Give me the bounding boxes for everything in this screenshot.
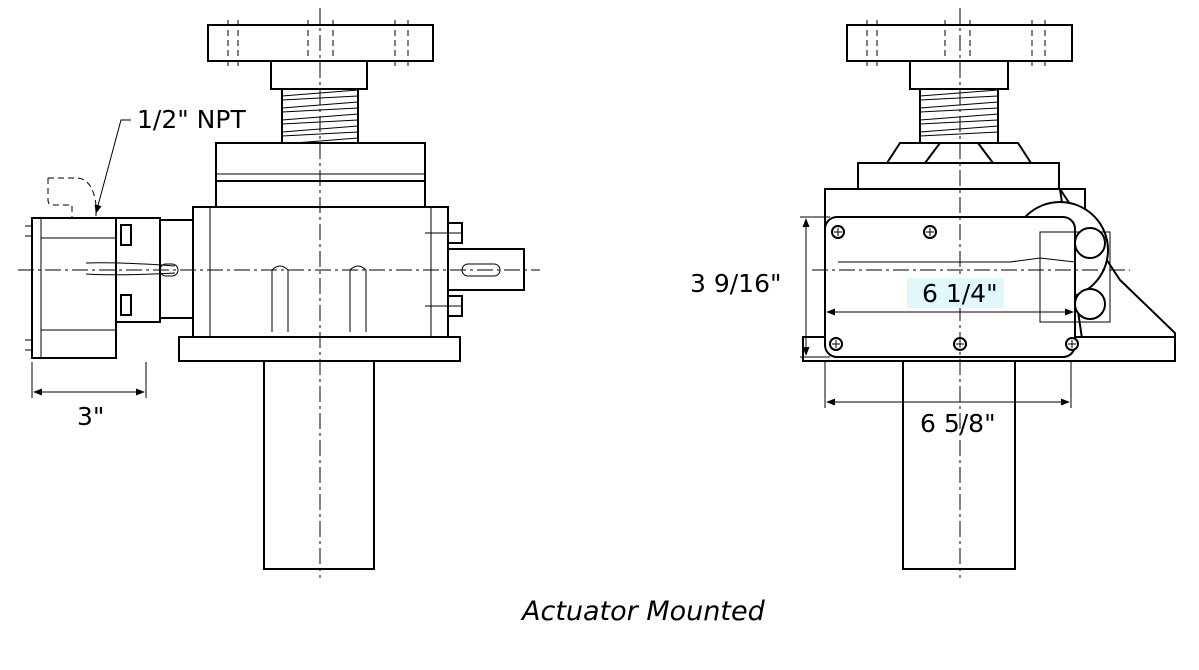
front-housing: [857, 162, 1060, 190]
caption: Actuator Mounted: [520, 596, 766, 627]
npt-elbow: [47, 177, 97, 218]
dim-label-outer-width: 6 5/8": [920, 409, 996, 438]
dim-label-3in: 3": [77, 402, 104, 431]
inner-width-highlight: [907, 278, 1004, 308]
side-view: 1/2" NPT 3": [18, 8, 540, 578]
dim-label-inner-width: 6 1/4": [922, 279, 998, 308]
lift-tube: [263, 360, 375, 570]
npt-leader: [94, 119, 131, 214]
lift-nut: [270, 60, 368, 90]
motor-body: [31, 217, 117, 359]
front-view: 3 9/16" 6 1/4" 6 5/8": [690, 8, 1176, 578]
adapter: [159, 219, 194, 319]
npt-label: 1/2" NPT: [137, 105, 246, 134]
dim-label-height: 3 9/16": [690, 269, 782, 298]
